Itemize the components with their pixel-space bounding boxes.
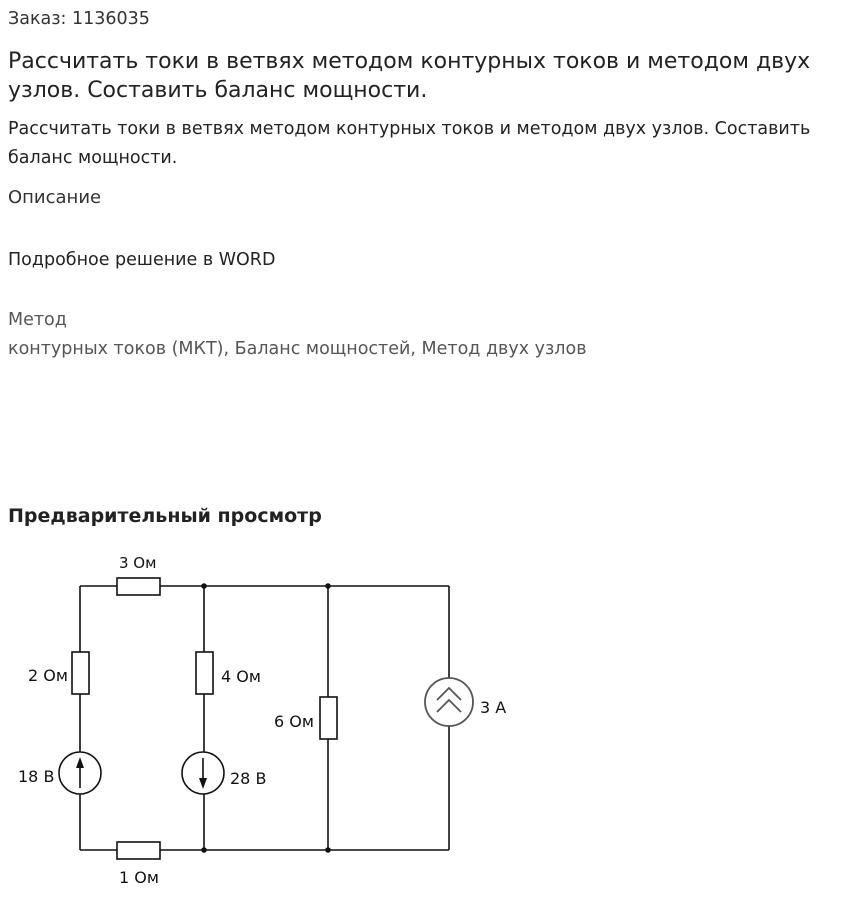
resistor-left [71,651,90,695]
task-description: Рассчитать токи в ветвях методом контурн… [8,119,811,168]
node-dot [201,847,207,853]
voltage-source-left [58,751,102,795]
order-number: Заказ: 1136035 [8,9,150,29]
tag-mesh-current[interactable]: контурных токов (МКТ) [8,339,224,359]
node-dot [201,583,207,589]
label-r-left: 2 Ом [28,666,68,685]
circuit-diagram: 3 Ом 2 Ом 4 Ом 6 Ом 1 Ом 18 В 28 В 3 А [18,554,506,887]
label-e-mid: 28 В [230,769,266,788]
page-title: Рассчитать токи в ветвях методом контурн… [8,49,811,103]
label-r-bottom: 1 Ом [119,868,159,887]
resistor-mid [195,651,214,695]
tag-power-balance[interactable]: Баланс мощностей [234,339,411,359]
tag-two-node-method[interactable]: Метод двух узлов [421,339,587,359]
voltage-source-mid [181,751,225,795]
resistor-bottom [116,841,161,860]
resistor-right [319,696,338,740]
circuit-wires [79,585,450,851]
label-j-source: 3 А [480,698,506,717]
current-source [424,677,474,727]
node-dot [325,583,331,589]
label-r-top: 3 Ом [119,554,156,572]
tag-line-method: Метод [8,310,67,330]
node-dot [325,847,331,853]
label-e-left: 18 В [18,767,54,786]
tag-list: Метод контурных токов (МКТ), Баланс мощн… [8,306,838,364]
resistor-top [116,577,161,596]
label-r-right: 6 Ом [274,712,314,731]
tag-separator: , [410,339,422,359]
tag-separator: , [223,339,235,359]
label-r-mid: 4 Ом [221,667,261,686]
description-heading: Описание [8,187,102,208]
solution-format: Подробное решение в WORD [8,250,276,270]
preview-heading: Предварительный просмотр [8,505,322,527]
